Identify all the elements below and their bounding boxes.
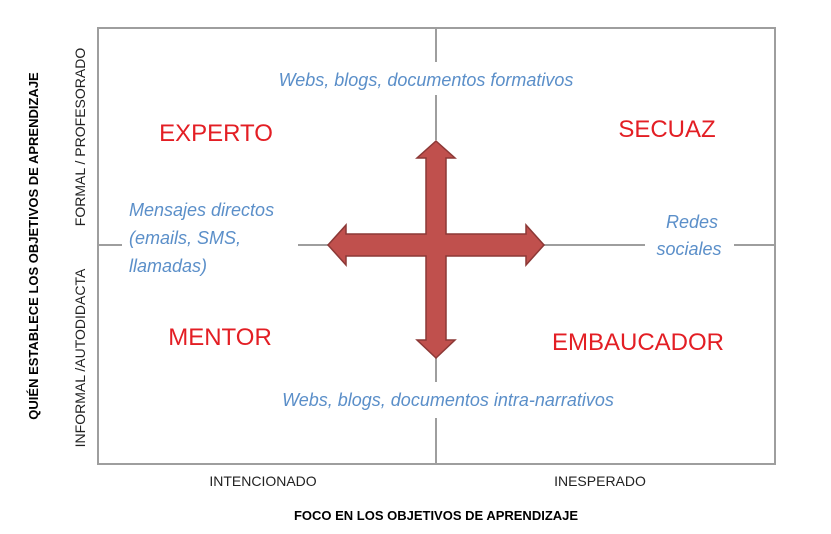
four-way-arrow <box>326 139 546 360</box>
media-label-right-line1: Redes <box>666 212 718 232</box>
quadrant-label-embaucador: EMBAUCADOR <box>552 329 724 356</box>
x-axis-label-right: INESPERADO <box>554 473 646 489</box>
y-axis-label-top: FORMAL / PROFESORADO <box>72 48 88 227</box>
media-label-bottom: Webs, blogs, documentos intra-narrativos <box>282 390 614 410</box>
media-label-left-line1: Mensajes directos <box>129 200 274 220</box>
media-label-top: Webs, blogs, documentos formativos <box>279 70 574 90</box>
quadrant-label-secuaz: SECUAZ <box>618 116 715 143</box>
quadrant-label-mentor: MENTOR <box>168 324 272 351</box>
media-label-left-line2: (emails, SMS, <box>129 228 241 248</box>
x-axis-title: FOCO EN LOS OBJETIVOS DE APRENDIZAJE <box>294 508 578 523</box>
media-label-left-line3: llamadas) <box>129 256 207 276</box>
media-label-right-line2: sociales <box>656 239 721 259</box>
y-axis-title: QUIÉN ESTABLECE LOS OBJETIVOS DE APRENDI… <box>26 72 41 420</box>
quadrant-label-experto: EXPERTO <box>159 120 273 147</box>
x-axis-label-left: INTENCIONADO <box>209 473 316 489</box>
y-axis-label-bottom: INFORMAL /AUTODIDACTA <box>72 268 88 447</box>
